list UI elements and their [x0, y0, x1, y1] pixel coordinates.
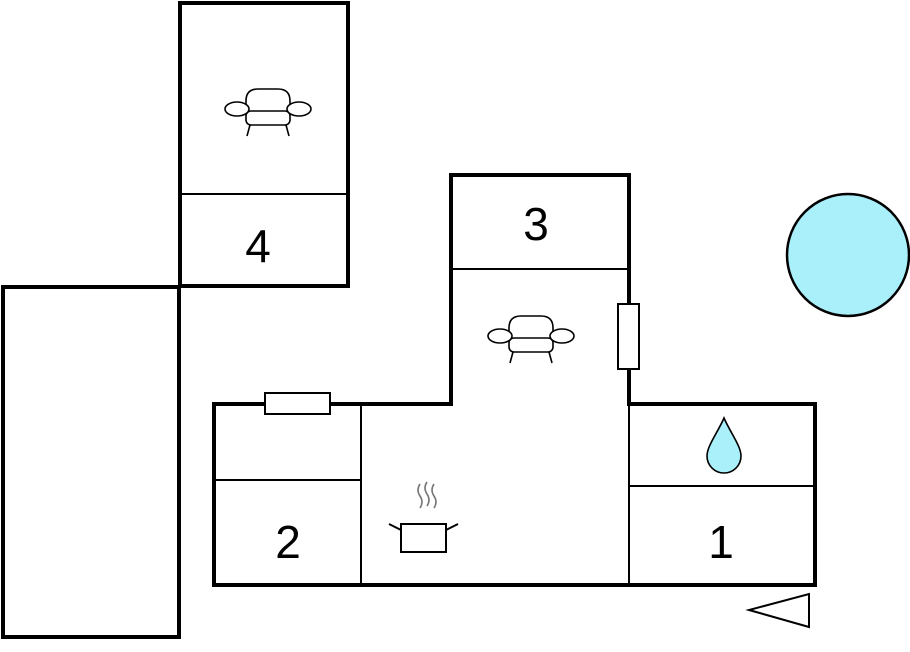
room-number-3: 3 — [523, 198, 549, 250]
entrance-arrow-icon — [745, 592, 810, 629]
room-4-outline — [178, 1, 350, 288]
room-number-1: 1 — [708, 516, 734, 568]
sofa-icon — [224, 88, 312, 137]
room-number-2: 2 — [275, 516, 301, 568]
sofa-icon — [487, 315, 575, 364]
cooking-pot-icon — [388, 481, 459, 553]
pool-icon — [785, 192, 910, 318]
room-number-4: 4 — [245, 220, 271, 272]
water-drop-icon — [706, 415, 742, 474]
window-right — [617, 303, 640, 370]
terrace-outline — [1, 285, 181, 639]
window-top — [264, 392, 331, 415]
interior-walls — [180, 193, 815, 585]
